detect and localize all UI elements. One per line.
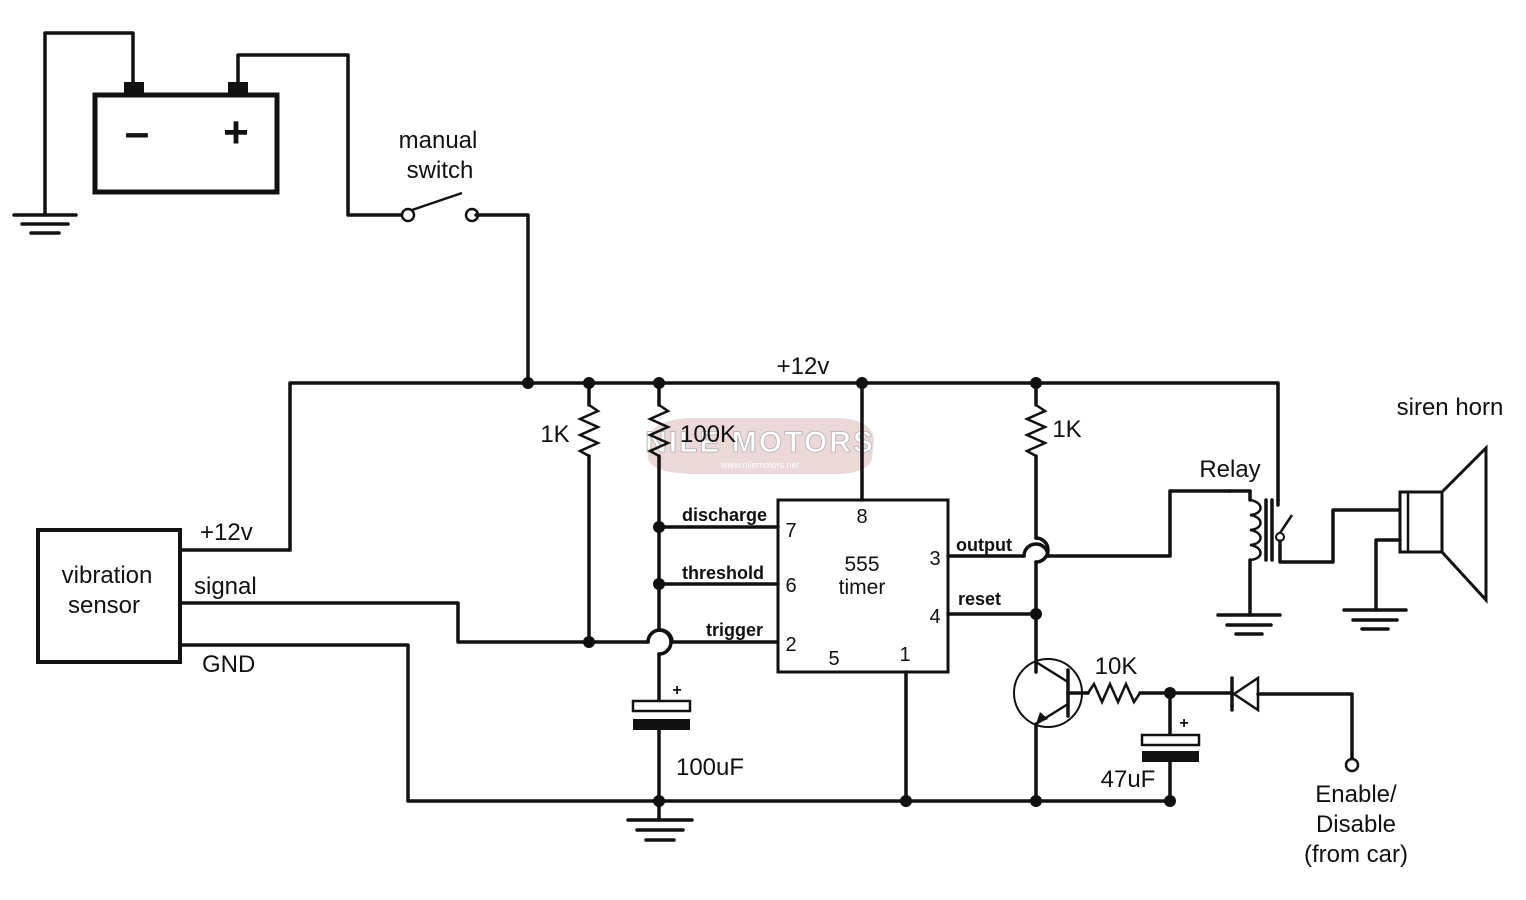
siren-horn [1374, 444, 1488, 612]
timer-555-chip: 555 timer 8 7 6 2 5 1 3 4 [776, 498, 950, 674]
relay [1228, 489, 1402, 617]
timer-pin-6: 6 [785, 575, 796, 597]
resistor-100k [646, 381, 673, 702]
timer-threshold-label: threshold [682, 563, 764, 583]
timer-pin-7: 7 [785, 520, 796, 542]
timer-pin-2: 2 [785, 634, 796, 656]
manual-switch-label-2: switch [407, 157, 474, 184]
timer-output-label: output [956, 535, 1012, 555]
sensor-signal-label: signal [194, 573, 257, 600]
capacitor-47uf-plus: + [1179, 715, 1188, 732]
sensor-name-1: vibration [62, 562, 153, 589]
timer-name-1: 555 [844, 553, 879, 576]
siren-label: siren horn [1397, 394, 1504, 421]
enable-label-3: (from car) [1304, 841, 1408, 868]
resistor-1k-right [1023, 381, 1050, 674]
resistor-1k-left-label: 1K [540, 421, 569, 448]
resistor-1k-left [576, 381, 602, 644]
watermark-text: NILE MOTORS [645, 426, 875, 459]
timer-reset-label: reset [958, 589, 1001, 609]
ground-symbol-relay [1216, 613, 1282, 636]
resistor-100k-label: 100K [680, 421, 736, 448]
sensor-gnd-label: GND [202, 651, 255, 678]
resistor-10k [1086, 680, 1234, 706]
battery-plus-label: + [223, 108, 249, 157]
watermark-logo: NILE MOTORS www.nilemotors.net [645, 418, 875, 474]
capacitor-47uf [1140, 691, 1201, 803]
timer-pin-5: 5 [828, 648, 839, 670]
sensor-name-2: sensor [68, 592, 140, 619]
battery-minus-label: – [125, 108, 149, 157]
manual-switch-label-1: manual [399, 127, 478, 154]
ground-symbol-battery [12, 213, 78, 235]
timer-pin-4: 4 [929, 606, 940, 628]
battery: – + [92, 82, 280, 195]
ground-symbol-main [626, 818, 694, 842]
enable-label-2: Disable [1316, 811, 1396, 838]
resistor-1k-right-label: 1K [1052, 416, 1081, 443]
timer-discharge-label: discharge [682, 505, 767, 525]
diode [1230, 675, 1360, 773]
timer-name-2: timer [839, 576, 886, 599]
junction-dots [522, 377, 1176, 807]
capacitor-47uf-label: 47uF [1101, 766, 1156, 793]
timer-trigger-label: trigger [706, 620, 763, 640]
timer-pin-3: 3 [929, 548, 940, 570]
watermark-url: www.nilemotors.net [720, 460, 800, 470]
enable-label-1: Enable/ [1315, 781, 1397, 808]
timer-pin-1: 1 [899, 644, 910, 666]
capacitor-100uf-plus: + [672, 682, 681, 699]
timer-pin-8: 8 [856, 506, 867, 528]
ground-symbol-siren [1342, 608, 1408, 631]
resistor-10k-label: 10K [1095, 653, 1138, 680]
supply-rail-label: +12v [777, 353, 830, 380]
vibration-sensor: vibration sensor [36, 528, 182, 664]
sensor-power-label: +12v [200, 519, 253, 546]
transistor [1013, 658, 1090, 803]
capacitor-100uf-label: 100uF [676, 754, 744, 781]
manual-switch [400, 191, 480, 223]
relay-label: Relay [1199, 456, 1260, 483]
